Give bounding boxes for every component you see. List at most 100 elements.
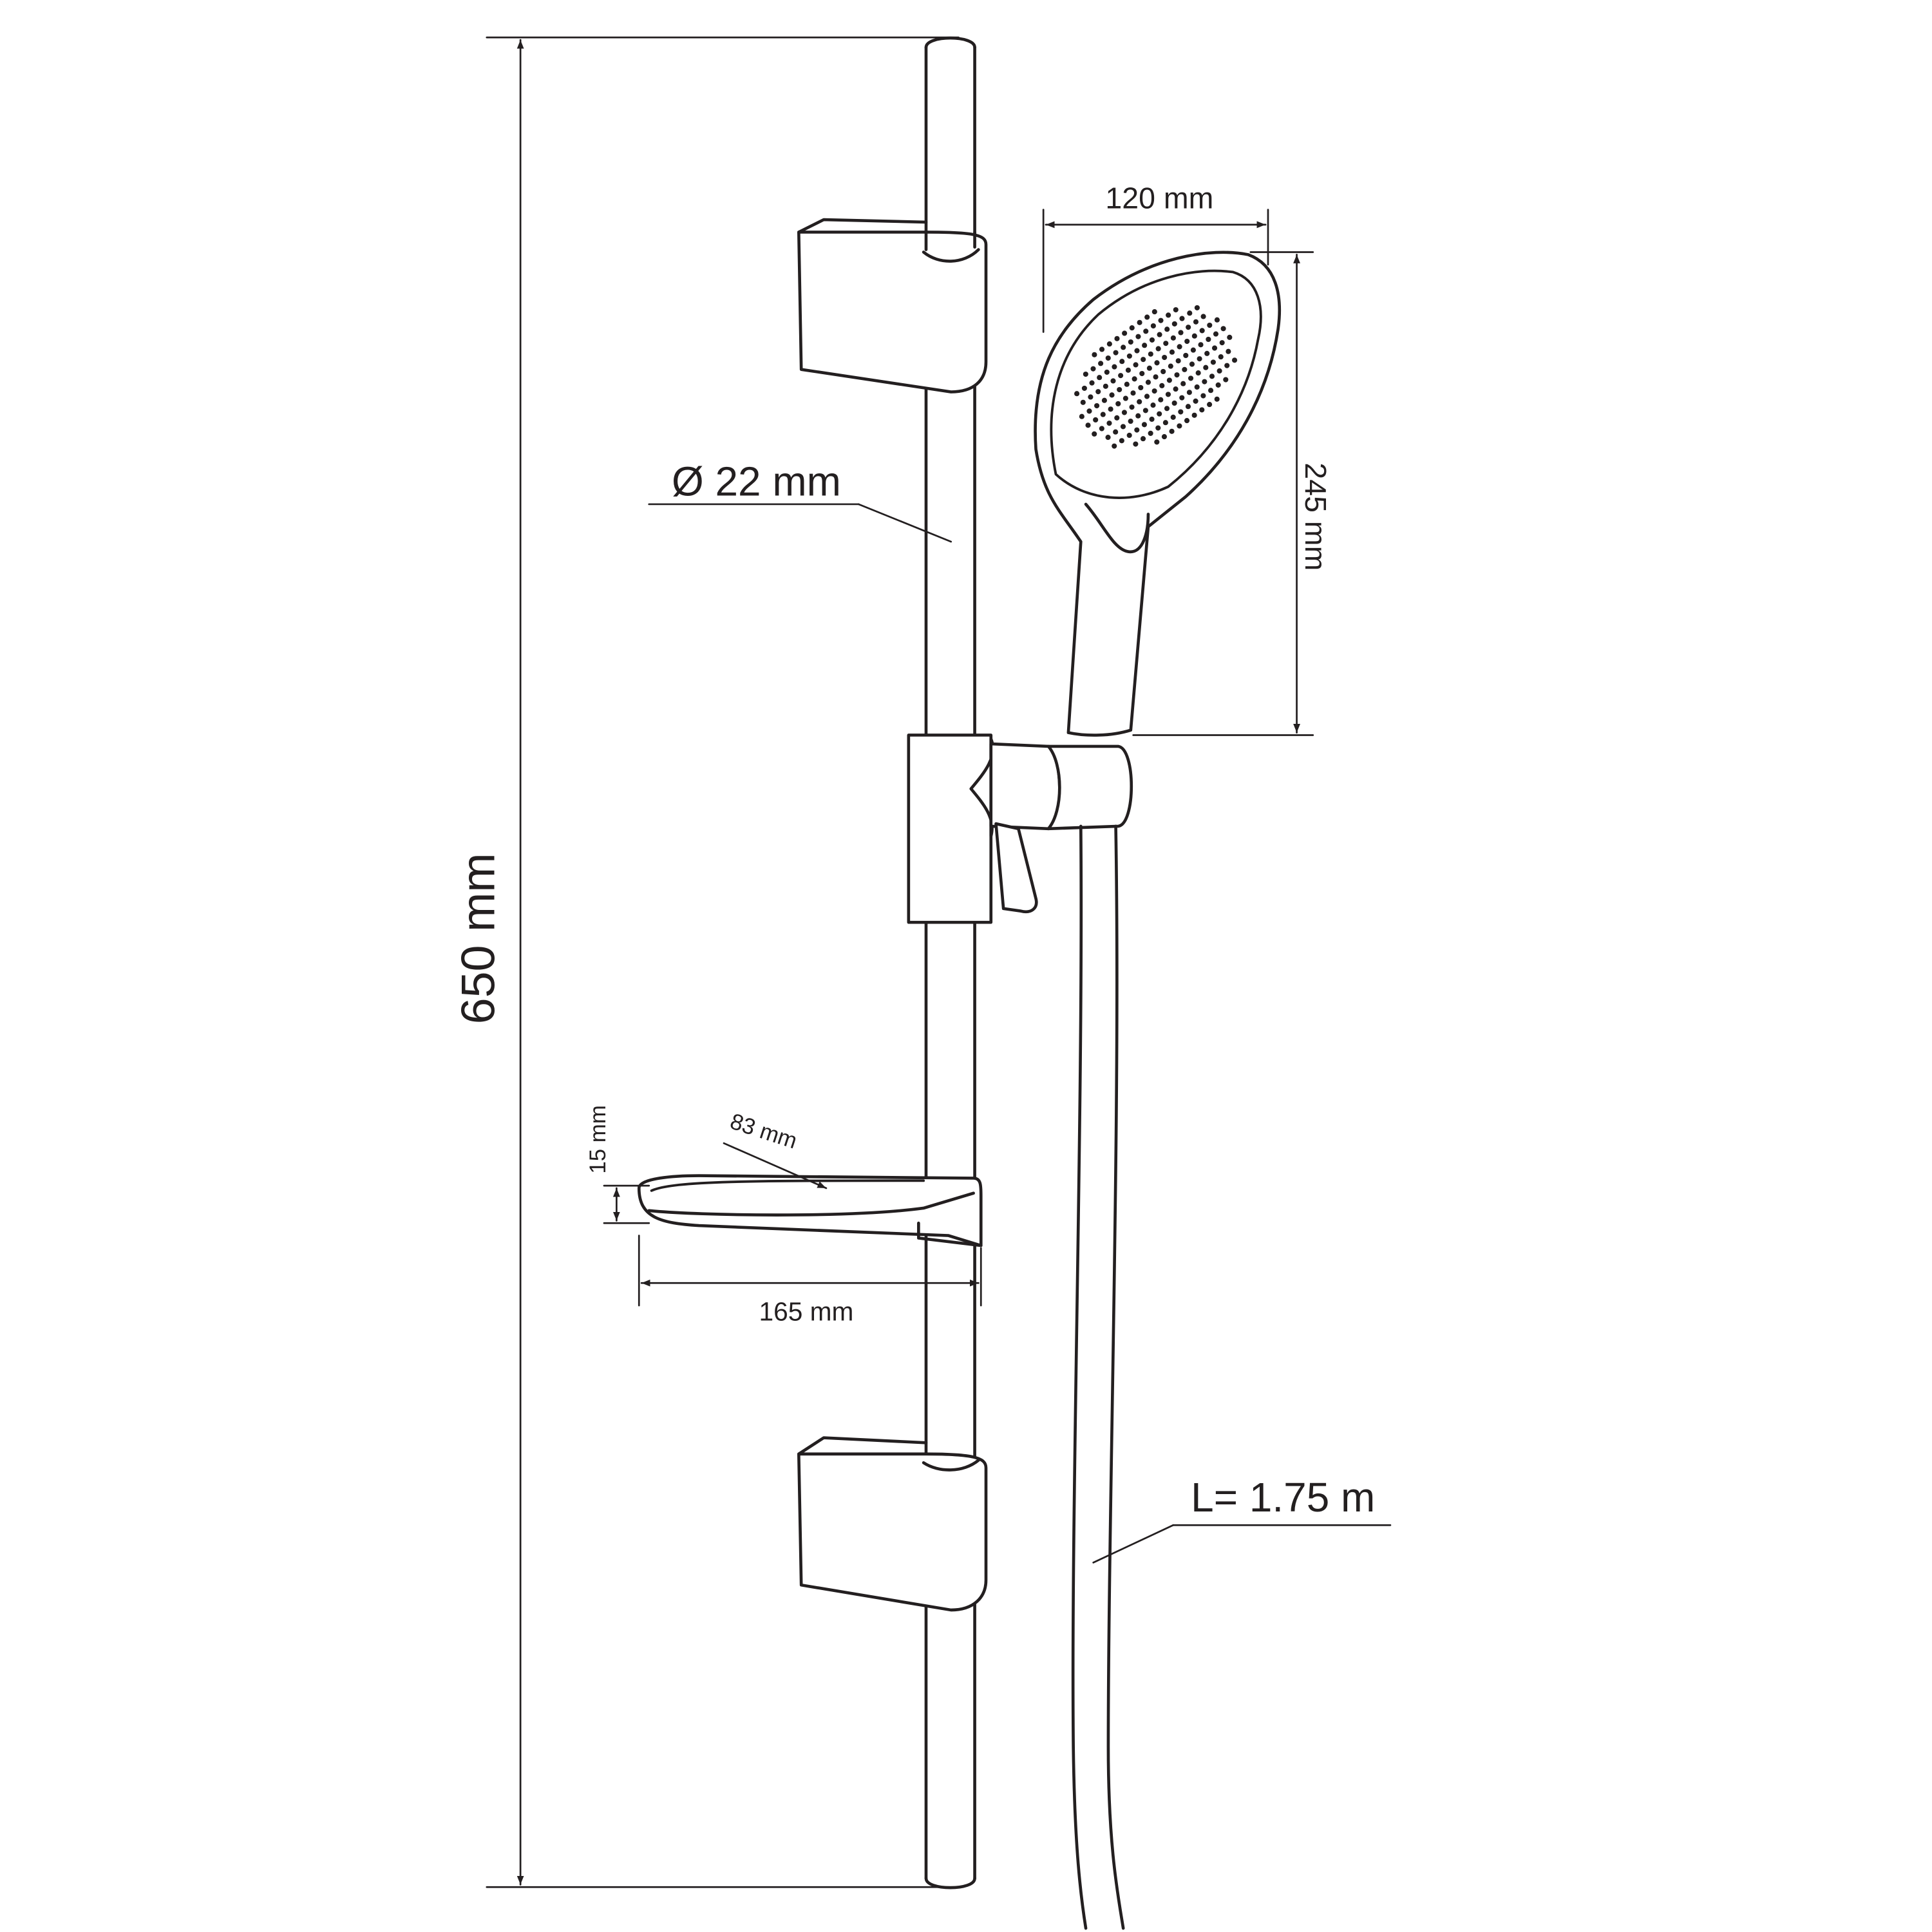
spray-nozzle	[1109, 392, 1115, 398]
spray-nozzle	[1110, 378, 1116, 384]
spray-nozzle	[1085, 422, 1091, 428]
spray-nozzle	[1184, 418, 1190, 424]
spray-nozzle	[1209, 374, 1215, 379]
spray-nozzle	[1227, 334, 1233, 340]
spray-nozzle	[1162, 354, 1168, 361]
spray-nozzle	[1113, 429, 1119, 435]
spray-nozzle	[1190, 347, 1196, 353]
spray-nozzle	[1231, 357, 1238, 363]
spray-nozzle	[1148, 430, 1153, 436]
spray-nozzle	[1099, 346, 1105, 352]
spray-nozzle	[1128, 339, 1133, 345]
spray-nozzle	[1197, 356, 1202, 362]
head-height-label: 245 mm	[1299, 462, 1332, 571]
spray-nozzle	[1094, 402, 1100, 409]
spray-nozzle	[1135, 413, 1141, 419]
spray-nozzle	[1144, 314, 1150, 320]
spray-nozzle	[1179, 395, 1185, 401]
spray-nozzle	[1164, 327, 1170, 332]
spray-nozzle	[1099, 426, 1104, 431]
spray-nozzle	[1151, 388, 1157, 394]
spray-nozzle	[1184, 338, 1190, 345]
spray-nozzle	[1193, 398, 1198, 404]
spray-nozzle	[1177, 423, 1182, 429]
spray-nozzle	[1133, 362, 1139, 368]
dish-length-label: 165 mm	[759, 1296, 853, 1326]
spray-nozzle	[1081, 385, 1087, 391]
spray-nozzle	[1213, 331, 1219, 337]
spray-nozzle	[1133, 441, 1139, 447]
dish-height-label: 15 mm	[585, 1105, 611, 1174]
spray-nozzle	[1210, 359, 1216, 365]
spray-nozzle	[1188, 375, 1194, 381]
spray-nozzle	[1122, 395, 1128, 401]
spray-nozzle	[1129, 325, 1135, 331]
spray-nozzle	[1104, 369, 1110, 375]
spray-nozzle	[1112, 364, 1117, 370]
spray-nozzle	[1155, 425, 1161, 431]
spray-nozzle	[1150, 402, 1156, 408]
spray-nozzle	[1149, 337, 1155, 343]
head-height-dimension	[1132, 251, 1314, 736]
dish-length-dimension	[638, 1235, 982, 1307]
spray-nozzle	[1215, 382, 1221, 388]
head-width-dimension	[1042, 209, 1269, 333]
spray-nozzle	[1165, 392, 1171, 397]
spray-nozzle	[1163, 341, 1169, 346]
spray-nozzle-pattern	[1074, 305, 1238, 449]
spray-nozzle	[1185, 404, 1191, 410]
shower-hose	[1071, 824, 1125, 1930]
spray-nozzle	[1150, 323, 1156, 329]
spray-nozzle	[1135, 334, 1141, 339]
spray-nozzle	[1100, 412, 1106, 417]
spray-nozzle	[1101, 397, 1107, 403]
hand-shower	[1034, 251, 1281, 737]
spray-nozzle	[1180, 381, 1186, 386]
spray-nozzle	[1164, 406, 1170, 412]
top-wall-bracket	[797, 218, 988, 393]
spray-nozzle	[1114, 415, 1120, 421]
spray-nozzle	[1117, 386, 1122, 393]
hose-length-label: L= 1.75 m	[1191, 1474, 1375, 1520]
spray-nozzle	[1166, 377, 1172, 383]
spray-nozzle	[1194, 384, 1200, 390]
spray-nozzle	[1186, 390, 1192, 395]
spray-nozzle	[1137, 319, 1142, 325]
spray-nozzle	[1143, 328, 1149, 334]
spray-nozzle	[1217, 368, 1222, 374]
spray-nozzle	[1191, 412, 1197, 418]
spray-nozzle	[1206, 336, 1211, 343]
spray-nozzle	[1155, 346, 1161, 352]
spray-nozzle	[1174, 372, 1180, 378]
spray-nozzle	[1214, 396, 1220, 402]
spray-nozzle	[1119, 438, 1124, 444]
spray-nozzle	[1124, 381, 1130, 387]
spray-nozzle	[1171, 400, 1177, 406]
spray-nozzle	[1112, 443, 1117, 449]
spray-nozzle	[1139, 370, 1145, 377]
spray-nozzle	[1223, 377, 1229, 383]
spray-nozzle	[1121, 345, 1126, 350]
spray-nozzle	[1106, 341, 1112, 347]
spray-nozzle	[1182, 366, 1188, 372]
spray-nozzle	[1103, 383, 1108, 389]
spray-nozzle	[1105, 355, 1111, 361]
dish-height-dimension	[603, 1184, 650, 1224]
spray-nozzle	[1121, 410, 1128, 415]
spray-nozzle	[1086, 408, 1092, 414]
spray-nozzle	[1214, 317, 1220, 323]
spray-nozzle	[1204, 350, 1210, 356]
spray-nozzle	[1125, 367, 1132, 373]
spray-nozzle	[1113, 350, 1119, 355]
spray-nozzle	[1095, 389, 1101, 395]
spray-nozzle	[1120, 424, 1126, 430]
spray-nozzle	[1194, 305, 1200, 310]
spray-nozzle	[1226, 348, 1231, 354]
spray-nozzle	[1141, 357, 1146, 363]
spray-nozzle	[1126, 432, 1132, 439]
spray-nozzle	[1207, 402, 1213, 408]
hose-length-leader	[1092, 1524, 1392, 1564]
spray-nozzle	[1158, 397, 1164, 402]
spray-nozzle	[1168, 363, 1173, 369]
spray-nozzle	[1200, 393, 1206, 399]
